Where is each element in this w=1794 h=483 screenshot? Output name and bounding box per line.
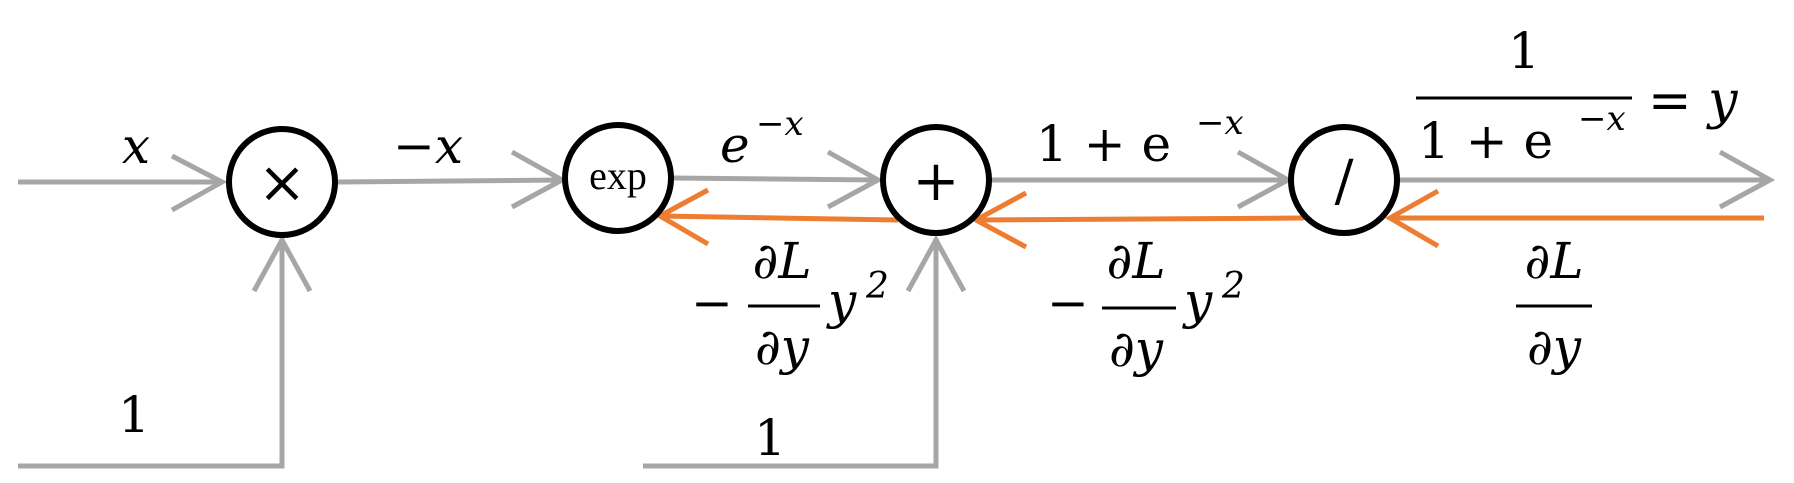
arrowhead-divide-to-output bbox=[1718, 149, 1776, 210]
arrowhead-multiply-to-exp bbox=[510, 149, 568, 210]
node-divide: / bbox=[1288, 124, 1400, 236]
grad-add-y: y bbox=[1182, 272, 1213, 330]
forward-edges bbox=[18, 149, 1776, 469]
grad-exp-neg: − bbox=[691, 274, 733, 332]
arrowhead-x-to-multiply bbox=[170, 153, 228, 213]
grad-arrowhead-add bbox=[970, 190, 1028, 250]
label-sum: 1 + e −x bbox=[1036, 103, 1244, 173]
node-multiply: × bbox=[226, 126, 338, 238]
grad-add-sq: 2 bbox=[1221, 266, 1245, 307]
add-symbol: + bbox=[913, 149, 960, 214]
grad-exp-den: ∂y bbox=[755, 318, 810, 376]
grad-edge-add-to-exp bbox=[659, 213, 899, 223]
grad-add-ysq: y 2 bbox=[1182, 266, 1245, 330]
label-x: x bbox=[122, 117, 150, 175]
edge-multiply-to-exp bbox=[337, 177, 563, 185]
exp-superscript: −x bbox=[756, 104, 804, 144]
output-numerator: 1 bbox=[1508, 22, 1540, 80]
grad-exp-ysq: y 2 bbox=[826, 266, 889, 330]
arrowhead-exp-to-add bbox=[826, 149, 884, 210]
output-denominator: 1 + e −x bbox=[1418, 99, 1626, 170]
node-add: + bbox=[880, 124, 992, 236]
edge-one-to-multiply bbox=[18, 238, 285, 469]
sum-superscript: −x bbox=[1196, 103, 1244, 143]
grad-out-den: ∂y bbox=[1527, 318, 1582, 376]
grad-add-neg: − bbox=[1047, 274, 1089, 332]
label-one-bottom: 1 bbox=[754, 409, 786, 467]
grad-arrowhead-exp bbox=[654, 187, 710, 247]
sum-prefix: 1 + e bbox=[1036, 115, 1171, 173]
output-equals-y: = y bbox=[1648, 71, 1738, 131]
arrowhead-one-to-add bbox=[905, 234, 967, 293]
edge-one-to-add bbox=[643, 238, 939, 469]
grad-exp-sq: 2 bbox=[865, 266, 889, 307]
grad-arrowhead-divide bbox=[1384, 188, 1440, 249]
grad-edge-divide-to-add bbox=[975, 215, 1305, 223]
node-exp: exp bbox=[562, 122, 674, 234]
backward-labels: − ∂L ∂y y 2 − ∂L ∂y y 2 ∂L ∂y bbox=[691, 232, 1592, 378]
grad-exp-num: ∂L bbox=[752, 232, 811, 290]
multiply-symbol: × bbox=[258, 148, 307, 216]
grad-out-num: ∂L bbox=[1524, 232, 1583, 290]
out-den-superscript: −x bbox=[1578, 99, 1626, 139]
grad-add-num: ∂L bbox=[1106, 232, 1165, 290]
divide-symbol: / bbox=[1335, 149, 1354, 214]
grad-exp-y: y bbox=[826, 272, 857, 330]
forward-labels: x 1 −x e −x 1 + e −x 1 1 1 + e −x = y bbox=[118, 22, 1738, 467]
grad-add-den: ∂y bbox=[1109, 320, 1164, 378]
grad-label-add: − ∂L ∂y y 2 bbox=[1047, 232, 1245, 378]
grad-label-exp: − ∂L ∂y y 2 bbox=[691, 232, 889, 376]
label-exp-neg-x: e −x bbox=[720, 104, 804, 174]
backward-edges bbox=[654, 187, 1764, 250]
out-den-prefix: 1 + e bbox=[1418, 112, 1553, 170]
exp-label: exp bbox=[589, 153, 647, 198]
edge-exp-to-add bbox=[671, 175, 879, 183]
label-neg-x: −x bbox=[393, 117, 463, 175]
exp-base: e bbox=[720, 116, 750, 174]
grad-label-output: ∂L ∂y bbox=[1516, 232, 1592, 376]
label-one-left: 1 bbox=[118, 386, 150, 444]
arrowhead-one-to-multiply bbox=[251, 234, 313, 293]
